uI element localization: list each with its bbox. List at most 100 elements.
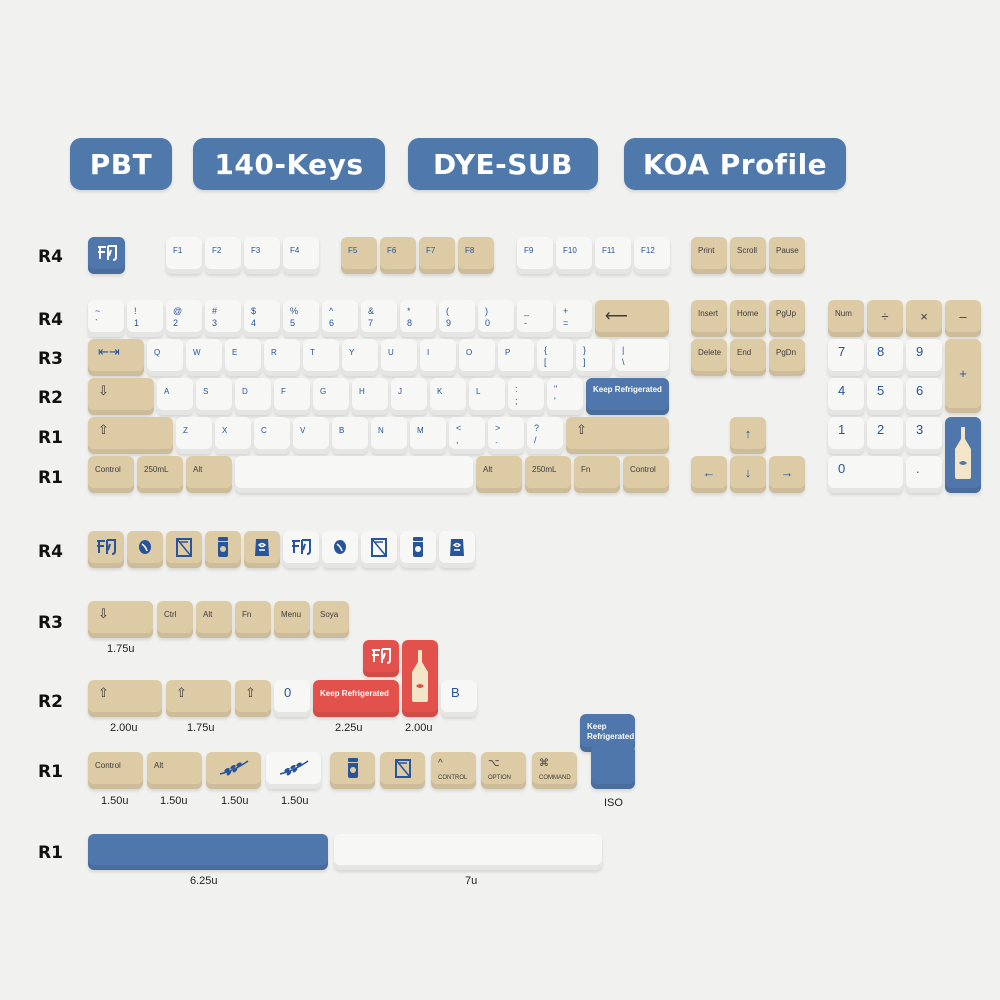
letter-key[interactable]: L: [469, 378, 505, 415]
number-row-key[interactable]: &7: [361, 300, 397, 337]
shift-200-key[interactable]: ⇧: [88, 680, 162, 717]
shift-100-key[interactable]: ⇧: [235, 680, 271, 717]
number-row-key[interactable]: !1: [127, 300, 163, 337]
novelty-key[interactable]: [127, 531, 163, 568]
numpad-dot-key[interactable]: .: [906, 456, 942, 493]
print-key[interactable]: Print: [691, 237, 727, 274]
right-250ml-key[interactable]: 250mL: [525, 456, 571, 493]
numpad-plus-key[interactable]: +: [945, 339, 981, 413]
quote-key[interactable]: "': [547, 378, 583, 415]
numpad-divide-key[interactable]: ÷: [867, 300, 903, 337]
alt-150-key[interactable]: Alt: [147, 752, 202, 789]
novelty-key[interactable]: [322, 531, 358, 568]
letter-key[interactable]: T: [303, 339, 339, 376]
novelty-key[interactable]: [361, 531, 397, 568]
arrow-right-key[interactable]: →: [769, 456, 805, 493]
number-row-key[interactable]: )0: [478, 300, 514, 337]
slash-key[interactable]: ?/: [527, 417, 563, 454]
lbracket-key[interactable]: {[: [537, 339, 573, 376]
novelty-key[interactable]: [244, 531, 280, 568]
number-row-key[interactable]: #3: [205, 300, 241, 337]
letter-key[interactable]: Z: [176, 417, 212, 454]
numpad-enter-key[interactable]: [945, 417, 981, 493]
numpad-zero-key[interactable]: 0: [828, 456, 903, 493]
letter-key[interactable]: O: [459, 339, 495, 376]
number-row-key[interactable]: _-: [517, 300, 553, 337]
letter-key[interactable]: E: [225, 339, 261, 376]
f12-key[interactable]: F12: [634, 237, 670, 274]
enter-key[interactable]: Keep Refrigerated: [586, 378, 669, 415]
number-row-key[interactable]: @2: [166, 300, 202, 337]
letter-key[interactable]: Q: [147, 339, 183, 376]
modifier-key[interactable]: Soya: [313, 601, 349, 638]
f6-key[interactable]: F6: [380, 237, 416, 274]
red-bottle-key[interactable]: [402, 640, 438, 717]
numlock-key[interactable]: Num: [828, 300, 864, 337]
numpad-key[interactable]: 8: [867, 339, 903, 376]
pgup-key[interactable]: PgUp: [769, 300, 805, 337]
letter-key[interactable]: I: [420, 339, 456, 376]
letter-key[interactable]: F: [274, 378, 310, 415]
letter-key[interactable]: P: [498, 339, 534, 376]
wheat-key[interactable]: [266, 752, 321, 789]
semicolon-key[interactable]: :;: [508, 378, 544, 415]
number-row-key[interactable]: *8: [400, 300, 436, 337]
novelty-key[interactable]: [205, 531, 241, 568]
carton-key[interactable]: [380, 752, 425, 789]
red-enter-key[interactable]: Keep Refrigerated: [313, 680, 399, 717]
rbracket-key[interactable]: }]: [576, 339, 612, 376]
f4-key[interactable]: F4: [283, 237, 319, 274]
spacebar-625-key[interactable]: [88, 834, 328, 870]
caps-lock-key[interactable]: ⇩: [88, 378, 154, 415]
arrow-left-key[interactable]: ←: [691, 456, 727, 493]
wheat-key[interactable]: [206, 752, 261, 789]
numpad-key[interactable]: 4: [828, 378, 864, 415]
numpad-multiply-key[interactable]: ×: [906, 300, 942, 337]
comma-key[interactable]: <,: [449, 417, 485, 454]
novelty-key[interactable]: [88, 531, 124, 568]
left-shift-key[interactable]: ⇧: [88, 417, 173, 454]
fn-key[interactable]: Fn: [574, 456, 620, 493]
letter-key[interactable]: B: [332, 417, 368, 454]
backslash-key[interactable]: |\: [615, 339, 669, 376]
red-cow-key[interactable]: [363, 640, 399, 677]
novelty-key[interactable]: [166, 531, 202, 568]
numpad-key[interactable]: 6: [906, 378, 942, 415]
letter-key[interactable]: X: [215, 417, 251, 454]
letter-key[interactable]: R: [264, 339, 300, 376]
mac-command-key[interactable]: ⌘COMMAND: [532, 752, 577, 789]
control-150-key[interactable]: Control: [88, 752, 143, 789]
letter-key[interactable]: S: [196, 378, 232, 415]
home-key[interactable]: Home: [730, 300, 766, 337]
zero-key[interactable]: 0: [274, 680, 310, 717]
letter-key[interactable]: Y: [342, 339, 378, 376]
letter-key[interactable]: J: [391, 378, 427, 415]
letter-key[interactable]: A: [157, 378, 193, 415]
modifier-key[interactable]: Ctrl: [157, 601, 193, 638]
period-key[interactable]: >.: [488, 417, 524, 454]
letter-key[interactable]: V: [293, 417, 329, 454]
number-row-key[interactable]: (9: [439, 300, 475, 337]
end-key[interactable]: End: [730, 339, 766, 376]
numpad-key[interactable]: 9: [906, 339, 942, 376]
numpad-key[interactable]: 1: [828, 417, 864, 454]
modifier-key[interactable]: Menu: [274, 601, 310, 638]
letter-key[interactable]: G: [313, 378, 349, 415]
right-control-key[interactable]: Control: [623, 456, 669, 493]
delete-key[interactable]: Delete: [691, 339, 727, 376]
f11-key[interactable]: F11: [595, 237, 631, 274]
mac-control-key[interactable]: ^CONTROL: [431, 752, 476, 789]
novelty-key[interactable]: [283, 531, 319, 568]
letter-key[interactable]: W: [186, 339, 222, 376]
shift-175-key[interactable]: ⇩: [88, 601, 153, 638]
shift-175-key[interactable]: ⇧: [166, 680, 231, 717]
number-row-key[interactable]: $4: [244, 300, 280, 337]
mac-option-key[interactable]: ⌥OPTION: [481, 752, 526, 789]
numpad-key[interactable]: 5: [867, 378, 903, 415]
esc-key[interactable]: [88, 237, 125, 274]
f2-key[interactable]: F2: [205, 237, 241, 274]
number-row-key[interactable]: ~`: [88, 300, 124, 337]
letter-key[interactable]: M: [410, 417, 446, 454]
left-control-key[interactable]: Control: [88, 456, 134, 493]
bottle-key[interactable]: [330, 752, 375, 789]
